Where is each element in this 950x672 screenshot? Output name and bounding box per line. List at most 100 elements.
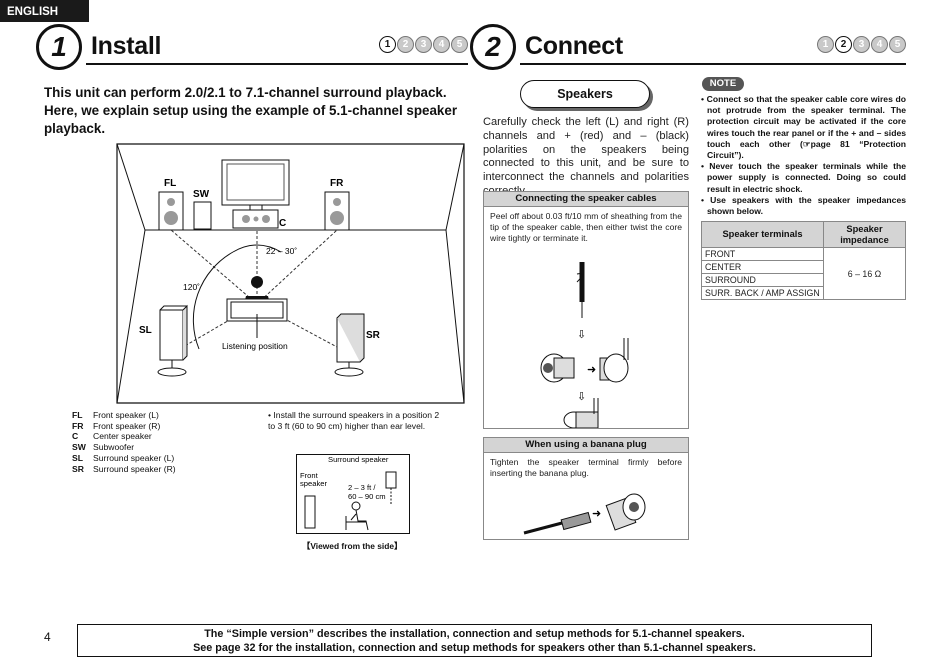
legend-desc: Surround speaker (R) [93, 463, 176, 474]
header-rule [86, 63, 468, 65]
terminal-inserted-icon [599, 338, 629, 383]
label-fl: FL [164, 178, 176, 189]
legend-code: SW [72, 442, 86, 453]
banana-plug-illustration: ➜ [523, 493, 646, 535]
legend-desc: Subwoofer [93, 442, 135, 453]
panel-text: Tighten the speaker terminal firmly befo… [490, 457, 682, 478]
legend-item: SR Surround speaker (R) [72, 464, 176, 475]
legend-desc: Center speaker [93, 431, 152, 442]
panel-title: Connecting the speaker cables [484, 192, 688, 207]
language-tab: ENGLISH [0, 0, 89, 22]
side-front-label-1: Front [300, 471, 319, 480]
terminal-cell: CENTER [701, 260, 824, 274]
col-header-line: Speaker [846, 223, 883, 234]
angle-front-label: 22 – 30˚ [266, 246, 297, 256]
step-2: 2 [397, 36, 414, 53]
side-surround-speaker-icon [385, 471, 397, 489]
step-5: 5 [451, 36, 468, 53]
step-3: 3 [415, 36, 432, 53]
surround-left-speaker-icon [157, 304, 188, 377]
impedance-cell: 6 – 16 Ω [823, 247, 906, 300]
side-view-diagram: Surround speaker Front speaker 2 – 3 ft … [296, 454, 410, 534]
section-2-header: 2 Connect 1 2 3 4 5 [470, 24, 906, 70]
speaker-layout-diagram: C FL SW FR 22 – 30˚ 120˚ Listening posit… [116, 143, 465, 404]
section-title: Connect [525, 32, 623, 60]
legend-desc: Front speaker (L) [93, 410, 159, 420]
listening-position-label: Listening position [222, 341, 288, 351]
step-3: 3 [853, 36, 870, 53]
terminal-cell: SURR. BACK / AMP ASSIGN [701, 286, 824, 300]
section-title: Install [91, 32, 162, 60]
note-item: Connect so that the speaker cable core w… [701, 94, 906, 161]
subwoofer-icon [193, 201, 212, 230]
label-sl: SL [139, 325, 152, 336]
angle-surround-label: 120˚ [183, 282, 200, 292]
label-fr: FR [330, 178, 344, 189]
arrow-right-icon: ➜ [587, 364, 596, 376]
terminal-cell: SURROUND [701, 273, 824, 287]
side-height-label-1: 2 – 3 ft / [348, 483, 376, 492]
legend-item: C Center speaker [72, 431, 176, 442]
page-number: 4 [44, 630, 51, 644]
section-number: 2 [470, 24, 516, 70]
col-header-terminals: Speaker terminals [701, 221, 824, 248]
legend-item: FL Front speaker (L) [72, 410, 176, 421]
legend-code: SL [72, 452, 83, 463]
section-number: 1 [36, 24, 82, 70]
step-indicator: 1 2 3 4 5 [379, 36, 468, 53]
step-4: 4 [433, 36, 450, 53]
legend-code: SR [72, 463, 84, 474]
panel-text: Peel off about 0.03 ft/10 mm of sheathin… [490, 211, 682, 243]
footer-line: The “Simple version” describes the insta… [204, 628, 745, 640]
terminal-icon [605, 493, 646, 531]
banana-plug-panel: When using a banana plug Tighten the spe… [483, 437, 689, 540]
cables-panel: Connecting the speaker cables Peel off a… [483, 191, 689, 429]
legend-item: FR Front speaker (R) [72, 421, 176, 432]
cable-steps-illustration: ⇩ ➜ ⇩ [540, 262, 629, 429]
step-4: 4 [871, 36, 888, 53]
connect-instructions: Carefully check the left (L) and right (… [483, 116, 689, 197]
side-listener-icon [345, 501, 369, 531]
side-height-label-2: 60 – 90 cm [348, 492, 386, 501]
step-5: 5 [889, 36, 906, 53]
front-left-speaker-icon [158, 191, 184, 231]
note-item: Never touch the speaker terminals while … [701, 161, 906, 195]
step-indicator: 1 2 3 4 5 [817, 36, 906, 53]
tv-icon [221, 159, 290, 211]
legend-code: FL [72, 410, 83, 420]
side-front-label-2: speaker [300, 479, 327, 488]
step-1: 1 [379, 36, 396, 53]
section-1-header: 1 Install 1 2 3 4 5 [36, 24, 468, 70]
intro-text: This unit can perform 2.0/2.1 to 7.1-cha… [44, 85, 458, 136]
legend-code: C [72, 431, 79, 442]
label-sw: SW [193, 189, 210, 200]
legend-code: FR [72, 420, 84, 431]
arrow-down-icon: ⇩ [577, 329, 586, 341]
surround-right-speaker-icon [334, 313, 365, 377]
front-right-speaker-icon [324, 191, 350, 231]
note-badge: NOTE [702, 77, 744, 91]
surround-height-note: • Install the surround speakers in a pos… [268, 410, 440, 431]
arrow-right-icon: ➜ [592, 508, 601, 520]
legend-item: SW Subwoofer [72, 442, 176, 453]
col-header-line: impedance [840, 234, 889, 245]
footer-note: The “Simple version” describes the insta… [77, 624, 872, 657]
step-1: 1 [817, 36, 834, 53]
terminal-cell: FRONT [701, 247, 824, 261]
step-2: 2 [835, 36, 852, 53]
label-sr: SR [366, 330, 381, 341]
speakers-heading: Speakers [520, 80, 650, 108]
footer-line: See page 32 for the installation, connec… [193, 642, 756, 654]
panel-title: When using a banana plug [484, 438, 688, 453]
legend-desc: Front speaker (R) [93, 420, 161, 431]
side-surround-label: Surround speaker [328, 455, 389, 464]
header-rule [520, 63, 906, 65]
terminal-open-icon [540, 353, 575, 383]
note-list: Connect so that the speaker cable core w… [701, 94, 906, 217]
center-speaker-icon [232, 209, 279, 229]
cable-icon [576, 262, 585, 318]
